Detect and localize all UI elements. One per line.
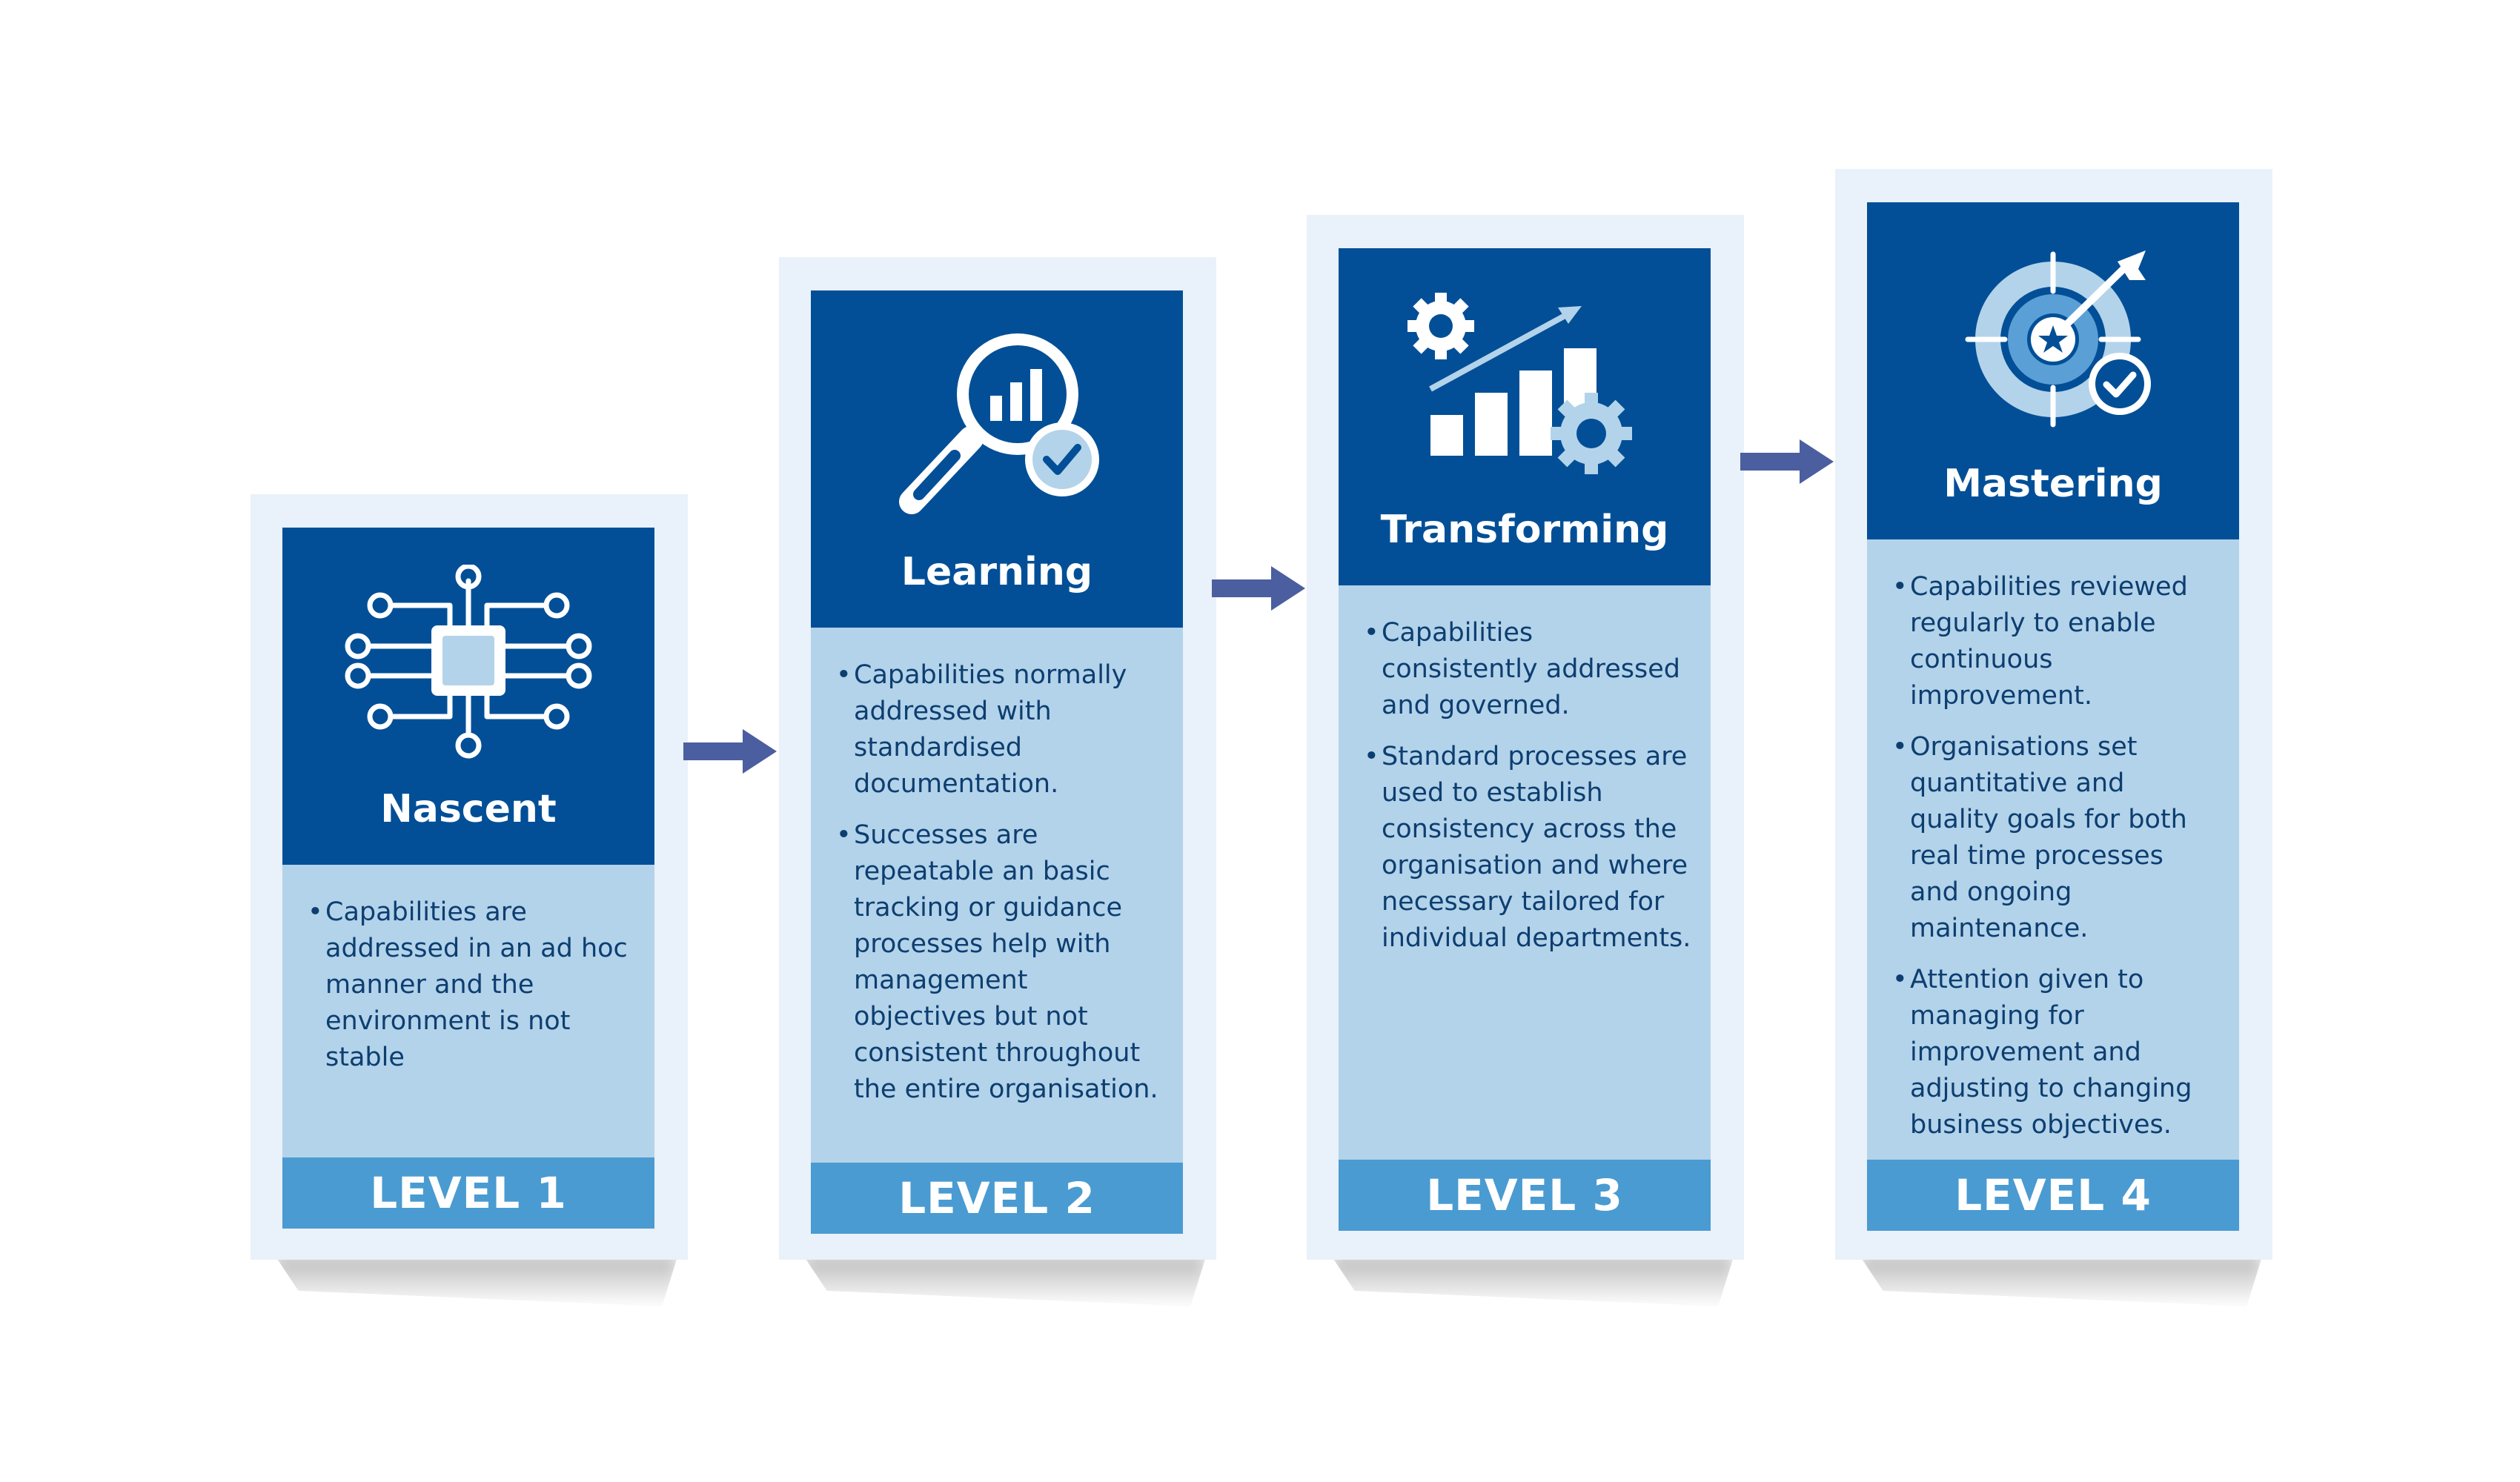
level-title: Learning bbox=[901, 550, 1093, 594]
card-shadow bbox=[1330, 1255, 1734, 1306]
level-header-1: Nascent bbox=[282, 528, 654, 865]
card-shadow bbox=[1859, 1255, 2263, 1306]
level-header-2: Learning bbox=[811, 290, 1183, 628]
level-card-4: Mastering Capabilities reviewed regularl… bbox=[1835, 169, 2272, 1260]
level-label-4: LEVEL 4 bbox=[1867, 1160, 2239, 1231]
bullet-item: Capabilities consistently addressed and … bbox=[1364, 615, 1691, 724]
level-description-3: Capabilities consistently addressed and … bbox=[1339, 585, 1711, 1174]
arrow-right-icon bbox=[683, 729, 777, 774]
bullet-item: Organisations set quantitative and quali… bbox=[1892, 729, 2220, 947]
level-label-2: LEVEL 2 bbox=[811, 1163, 1183, 1234]
level-card-2: Learning Capabilities normally addressed… bbox=[779, 257, 1216, 1260]
level-title: Nascent bbox=[380, 787, 557, 831]
level-header-4: Mastering bbox=[1867, 202, 2239, 539]
level-label-3: LEVEL 3 bbox=[1339, 1160, 1711, 1231]
level-description-4: Capabilities reviewed regularly to enabl… bbox=[1867, 539, 2239, 1174]
bullet-item: Capabilities normally addressed with sta… bbox=[836, 657, 1164, 803]
magnifier-chart-check-icon bbox=[899, 333, 1099, 514]
bullet-item: Capabilities are addressed in an ad hoc … bbox=[308, 894, 635, 1076]
bullet-item: Capabilities reviewed regularly to enabl… bbox=[1892, 569, 2220, 714]
level-header-3: Transforming bbox=[1339, 248, 1711, 585]
target-arrow-check-icon bbox=[1965, 250, 2151, 428]
level-description-1: Capabilities are addressed in an ad hoc … bbox=[282, 865, 654, 1157]
level-label-1: LEVEL 1 bbox=[282, 1157, 654, 1229]
bullet-item: Attention given to managing for improvem… bbox=[1892, 962, 2220, 1143]
level-description-2: Capabilities normally addressed with sta… bbox=[811, 628, 1183, 1163]
level-card-1: Nascent Capabilities are addressed in an… bbox=[251, 494, 688, 1260]
bullet-item: Successes are repeatable an basic tracki… bbox=[836, 817, 1164, 1108]
bullet-item: Standard processes are used to establish… bbox=[1364, 739, 1691, 957]
arrow-right-icon bbox=[1212, 566, 1305, 611]
circuit-chip-icon bbox=[345, 565, 592, 759]
card-shadow bbox=[803, 1255, 1207, 1306]
level-title: Mastering bbox=[1943, 462, 2163, 506]
level-title: Transforming bbox=[1380, 508, 1669, 552]
card-shadow bbox=[274, 1255, 678, 1306]
arrow-right-icon bbox=[1740, 439, 1834, 484]
level-card-3: Transforming Capabilities consistently a… bbox=[1307, 215, 1744, 1260]
gears-growth-chart-icon bbox=[1407, 293, 1632, 474]
